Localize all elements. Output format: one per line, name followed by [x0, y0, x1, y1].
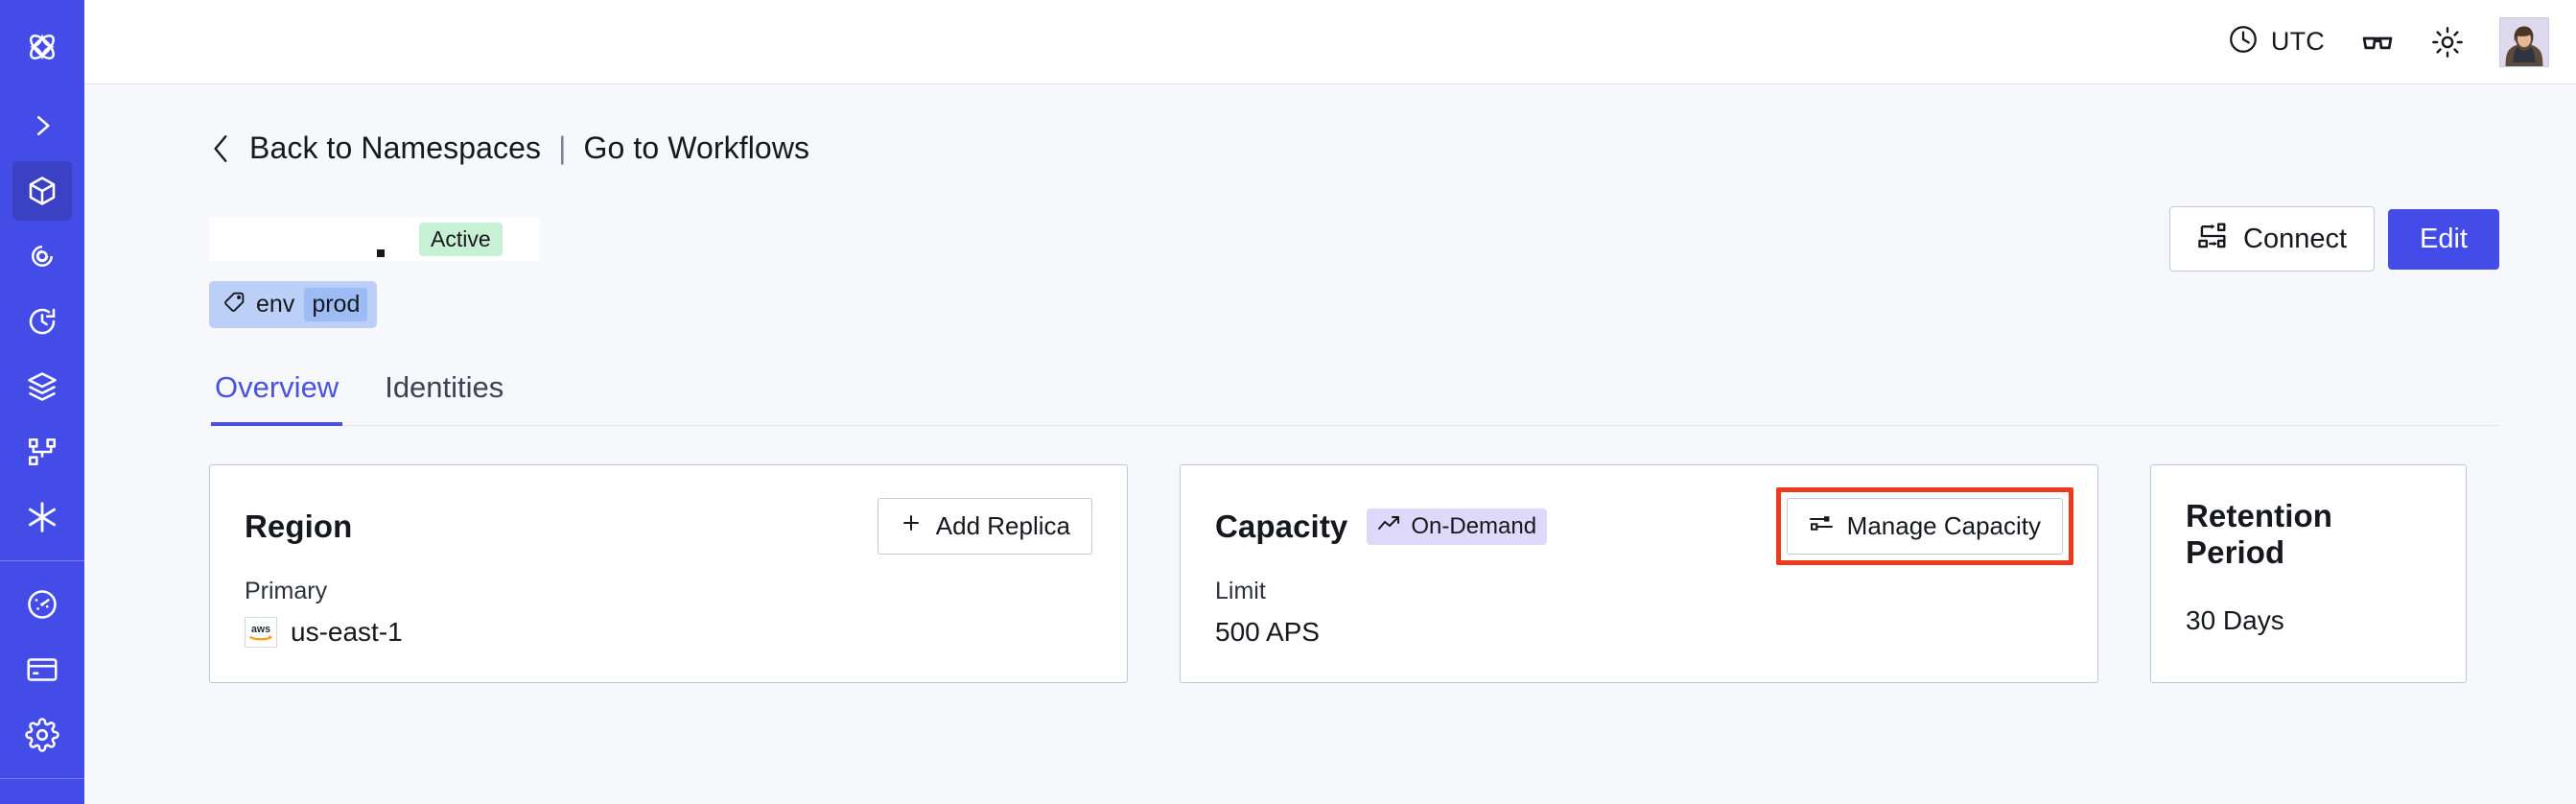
edit-button[interactable]: Edit [2388, 208, 2499, 270]
sidebar-item-expand-sidebar[interactable] [12, 96, 72, 155]
breadcrumb-workflows-link[interactable]: Go to Workflows [583, 130, 810, 165]
region-primary-label: Primary [245, 578, 328, 604]
capacity-card-title: Capacity [1215, 508, 1348, 544]
breadcrumb-back-link[interactable]: Back to Namespaces [249, 130, 542, 165]
glasses-icon[interactable] [2359, 24, 2396, 60]
avatar[interactable] [2499, 16, 2549, 67]
retention-card-header: Retention Period [2186, 498, 2431, 571]
region-value-row: aws us-east-1 [245, 617, 1092, 648]
page-actions: Connect Edit [2169, 206, 2499, 272]
status-badge: Active [419, 222, 503, 256]
tab-overview[interactable]: Overview [211, 370, 343, 426]
tab-bar: Overview Identities [209, 370, 2499, 426]
plus-icon [900, 511, 923, 541]
clock-icon [2227, 23, 2260, 60]
sidebar-item-schedules[interactable] [12, 292, 72, 351]
on-demand-badge-label: On-Demand [1411, 512, 1537, 539]
sidebar [0, 0, 84, 804]
manage-capacity-highlight: Manage Capacity [1775, 487, 2074, 565]
retention-value: 30 Days [2186, 605, 2284, 635]
top-bar: UTC [84, 0, 2576, 84]
main-area: UTC [84, 0, 2576, 804]
aws-logo-icon: aws [245, 617, 277, 648]
add-replica-label: Add Replica [935, 511, 1070, 540]
manage-capacity-button[interactable]: Manage Capacity [1786, 498, 2063, 555]
sidebar-item-usage[interactable] [12, 575, 72, 634]
capacity-card: Capacity On-Demand [1180, 464, 2098, 683]
sidebar-item-namespaces[interactable] [12, 161, 72, 221]
tag-value: prod [304, 288, 368, 321]
sidebar-item-settings[interactable] [12, 705, 72, 765]
breadcrumb-separator: | [558, 130, 567, 165]
namespace-tag-chip[interactable]: env prod [209, 281, 378, 328]
capacity-limit-value: 500 APS [1215, 617, 1320, 647]
trending-up-icon [1377, 513, 1402, 540]
tab-identities[interactable]: Identities [385, 370, 504, 404]
temporal-star-logo-icon[interactable] [12, 13, 72, 81]
connect-button-label: Connect [2243, 223, 2348, 254]
overview-cards: Region Add Replica Primary [209, 464, 2499, 683]
tag-key: env [256, 291, 295, 318]
region-card: Region Add Replica Primary [209, 464, 1128, 683]
connect-button[interactable]: Connect [2169, 206, 2376, 272]
region-value: us-east-1 [291, 617, 403, 647]
title-dot-marker [377, 249, 385, 257]
sliders-icon [1809, 511, 1834, 541]
region-card-title: Region [245, 508, 353, 544]
content-area: Back to Namespaces | Go to Workflows Act… [84, 84, 2576, 804]
capacity-card-header: Capacity On-Demand [1215, 487, 2074, 565]
tag-icon [222, 290, 246, 320]
sidebar-item-deployments[interactable] [12, 357, 72, 416]
retention-card: Retention Period 30 Days [2150, 464, 2467, 683]
sidebar-divider-1 [0, 560, 84, 561]
sidebar-item-observability[interactable] [12, 226, 72, 286]
region-card-header: Region Add Replica [245, 498, 1092, 555]
timezone-selector[interactable]: UTC [2227, 23, 2325, 60]
breadcrumb: Back to Namespaces | Go to Workflows [209, 130, 2499, 166]
sidebar-item-integrations[interactable] [12, 487, 72, 547]
tag-row: env prod [209, 281, 2499, 328]
sun-icon[interactable] [2430, 25, 2465, 59]
chevron-left-icon[interactable] [209, 132, 234, 165]
sidebar-item-billing[interactable] [12, 640, 72, 699]
manage-capacity-label: Manage Capacity [1846, 511, 2041, 540]
sidebar-item-workflows[interactable] [12, 422, 72, 482]
timezone-label: UTC [2270, 27, 2325, 56]
sidebar-divider-2 [0, 778, 84, 779]
connect-flow-icon [2197, 223, 2228, 255]
sidebar-item-help[interactable] [12, 792, 72, 804]
page-title-row: Active [209, 206, 2499, 272]
svg-text:aws: aws [251, 624, 270, 635]
on-demand-badge: On-Demand [1367, 508, 1548, 545]
add-replica-button[interactable]: Add Replica [877, 498, 1092, 555]
retention-card-title: Retention Period [2186, 498, 2333, 570]
capacity-limit-label: Limit [1215, 578, 1266, 604]
